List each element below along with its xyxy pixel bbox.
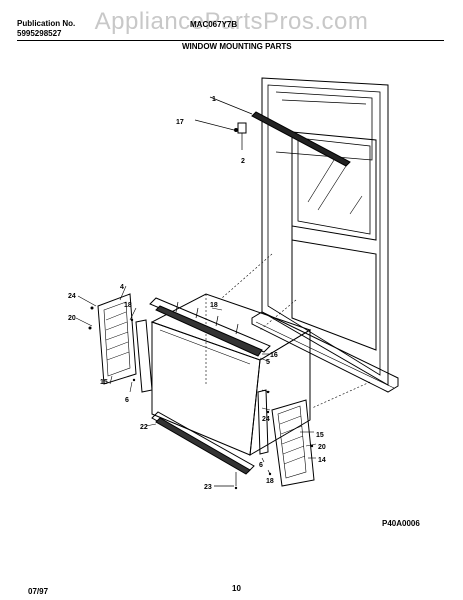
callout-1: 1 xyxy=(212,96,216,103)
top-angle-strip xyxy=(209,96,351,167)
section-title: WINDOW MOUNTING PARTS xyxy=(182,42,292,51)
page-number: 10 xyxy=(232,584,241,593)
callout-24-right: 24 xyxy=(262,416,270,423)
bottom-sill-angle xyxy=(151,411,255,487)
callout-18-right: 18 xyxy=(266,478,274,485)
callout-15-right: 15 xyxy=(316,432,324,439)
callout-2: 2 xyxy=(241,158,245,165)
callout-14: 14 xyxy=(318,457,326,464)
callout-18-top: 18 xyxy=(210,302,218,309)
footer-date: 07/97 xyxy=(28,587,49,596)
callout-20-right: 20 xyxy=(318,444,326,451)
callout-15-left: 15 xyxy=(100,379,108,386)
publication-label: Publication No. xyxy=(17,19,76,28)
callout-20-left: 20 xyxy=(68,315,76,322)
cabinet-sleeve xyxy=(150,293,312,456)
top-rail xyxy=(149,297,271,357)
model-number: MAC067Y7B xyxy=(190,20,238,29)
callout-24-left: 24 xyxy=(68,293,76,300)
callout-22: 22 xyxy=(140,424,148,431)
header-rule xyxy=(17,40,444,41)
callout-18-left: 18 xyxy=(124,302,132,309)
callout-6-right: 6 xyxy=(259,462,263,469)
callout-4: 4 xyxy=(120,284,124,291)
publication-number: 5995298527 xyxy=(17,29,62,38)
watermark: AppliancePartsPros.com xyxy=(94,8,369,35)
callout-5: 5 xyxy=(266,359,270,366)
bracket xyxy=(194,119,247,150)
callout-16: 16 xyxy=(270,352,278,359)
right-curtain-panel xyxy=(257,389,315,487)
callout-17: 17 xyxy=(176,119,184,126)
callout-6-left: 6 xyxy=(125,397,129,404)
callout-23: 23 xyxy=(204,484,212,491)
left-curtain-panel xyxy=(97,293,153,393)
window-frame xyxy=(251,77,399,393)
diagram-code: P40A0006 xyxy=(382,519,420,528)
